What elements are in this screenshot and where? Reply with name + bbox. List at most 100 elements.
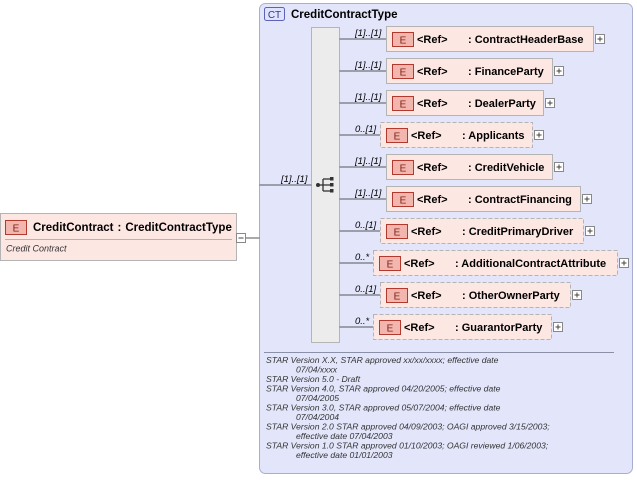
element-badge [392,32,414,47]
version-note-line: 07/04/2004 [296,412,339,422]
ref-label: <Ref> [404,258,435,270]
element-badge-label: E [13,224,20,235]
version-note-line: STAR Version X.X, STAR approved xx/xx/xx… [266,355,499,365]
child-element-box [386,58,553,84]
child-element[interactable]: 0..*E<Ref>: GuarantorParty [339,314,563,340]
child-element-box [380,218,584,244]
child-element[interactable]: 0..[1] E <Ref> : OtherOwnerParty [339,282,582,308]
element-badge-label: E [394,292,401,303]
root-element-box [0,213,237,261]
child-multiplicity: [1]..[1] [354,156,382,167]
expand-button[interactable] [554,162,564,172]
child-element-name: : Applicants [462,130,525,142]
child-element-box [386,186,581,212]
element-badge [392,64,414,79]
expand-button[interactable] [554,66,564,76]
complex-type-badge-label: CT [268,10,281,21]
child-element-name: : OtherOwnerParty [462,290,561,302]
child-element[interactable]: 0..[1] E <Ref> : CreditPrimaryDriver [339,218,595,244]
expand-button[interactable] [582,194,592,204]
root-element[interactable]: E CreditContract:CreditContractType Cred… [0,213,237,261]
element-badge-label: E [400,164,407,175]
child-element-box [373,250,618,276]
child-element-name: : AdditionalContractAttribute [455,258,606,270]
child-multiplicity: 0..[1] [355,284,376,295]
child-multiplicity: 0..[1] [355,124,376,135]
expand-button[interactable] [619,258,629,268]
ref-label: <Ref> [417,194,448,206]
element-badge [386,288,408,303]
version-note-line: STAR Version 2.0 STAR approved 04/09/200… [266,422,550,432]
element-badge-label: E [400,100,407,111]
ref-label: <Ref> [417,162,448,174]
expand-button[interactable] [585,226,595,236]
element-badge-label: E [387,324,394,335]
child-element-box [386,26,594,52]
child-element-name: : CreditVehicle [468,162,544,174]
element-badge [386,224,408,239]
complex-type-badge: CT [264,7,285,21]
version-note-line: STAR Version 3.0, STAR approved 05/07/20… [266,403,501,413]
ref-label: <Ref> [411,226,442,238]
version-note-line: STAR Version 4.0, STAR approved 04/20/20… [266,384,501,394]
child-element-name: : GuarantorParty [455,322,543,334]
child-element[interactable]: [1]..[1] E <Ref> : CreditVehicle [339,154,564,180]
child-element[interactable]: [1]..[1]E<Ref>: FinanceParty [339,58,564,84]
element-badge-label: E [400,36,407,47]
child-elements: [1]..[1]E<Ref>: ContractHeaderBase[1]..[… [339,26,629,340]
element-badge-label: E [387,260,394,271]
child-element[interactable]: 0..[1] E <Ref> : Applicants [339,122,544,148]
collapse-button[interactable] [236,233,246,243]
expand-button[interactable] [545,98,555,108]
child-element-name: : ContractFinancing [468,194,572,206]
child-element-name: : CreditPrimaryDriver [462,226,574,238]
element-badge-label: E [400,196,407,207]
ref-label: <Ref> [417,34,448,46]
child-element-name: : DealerParty [468,98,537,110]
child-element[interactable]: [1]..[1]E<Ref>: ContractHeaderBase [339,26,605,52]
ref-label: <Ref> [404,322,435,334]
element-badge [386,128,408,143]
sequence-multiplicity: [1]..[1] [280,174,308,185]
version-notes: STAR Version X.X, STAR approved xx/xx/xx… [266,355,550,460]
element-badge-label: E [400,68,407,79]
version-note-line: effective date 01/01/2003 [296,450,393,460]
child-multiplicity: [1]..[1] [354,60,382,71]
child-multiplicity: 0..* [355,252,370,263]
child-multiplicity: [1]..[1] [354,28,382,39]
ref-label: <Ref> [411,130,442,142]
ref-label: <Ref> [411,290,442,302]
element-badge [392,96,414,111]
child-element-box [386,154,553,180]
version-note-line: STAR Version 5.0 - Draft [266,374,361,384]
child-element[interactable]: 0..* E <Ref> : AdditionalContractAttribute [339,250,629,276]
child-multiplicity: 0..[1] [355,220,376,231]
element-badge-label: E [394,132,401,143]
expand-button[interactable] [572,290,582,300]
version-note-line: 07/04/xxxx [296,365,338,375]
child-element-box [380,282,571,308]
child-multiplicity: [1]..[1] [354,92,382,103]
root-element-doc: Credit Contract [6,244,67,254]
expand-button[interactable] [553,322,563,332]
version-note-line: STAR Version 1.0 STAR approved 01/10/200… [266,441,549,451]
version-note-line: effective date 07/04/2003 [296,431,393,441]
ref-label: <Ref> [417,66,448,78]
version-note-line: 07/04/2005 [296,393,339,403]
element-badge [379,320,401,335]
root-element-name: CreditContract:CreditContractType [33,222,232,234]
element-badge [392,160,414,175]
expand-button[interactable] [595,34,605,44]
child-element[interactable]: [1]..[1] E <Ref> : DealerParty [339,90,555,116]
ref-label: <Ref> [417,98,448,110]
child-multiplicity: [1]..[1] [354,188,382,199]
child-element-box [373,314,552,340]
expand-button[interactable] [534,130,544,140]
element-badge [5,220,27,235]
child-element[interactable]: [1]..[1] E <Ref> : ContractFinancing [339,186,592,212]
element-badge [379,256,401,271]
sequence-compositor-icon[interactable] [316,177,334,193]
complex-type-panel: CT CreditContractType [1]..[1] [1]..[1]E… [259,3,633,474]
element-badge-label: E [394,228,401,239]
